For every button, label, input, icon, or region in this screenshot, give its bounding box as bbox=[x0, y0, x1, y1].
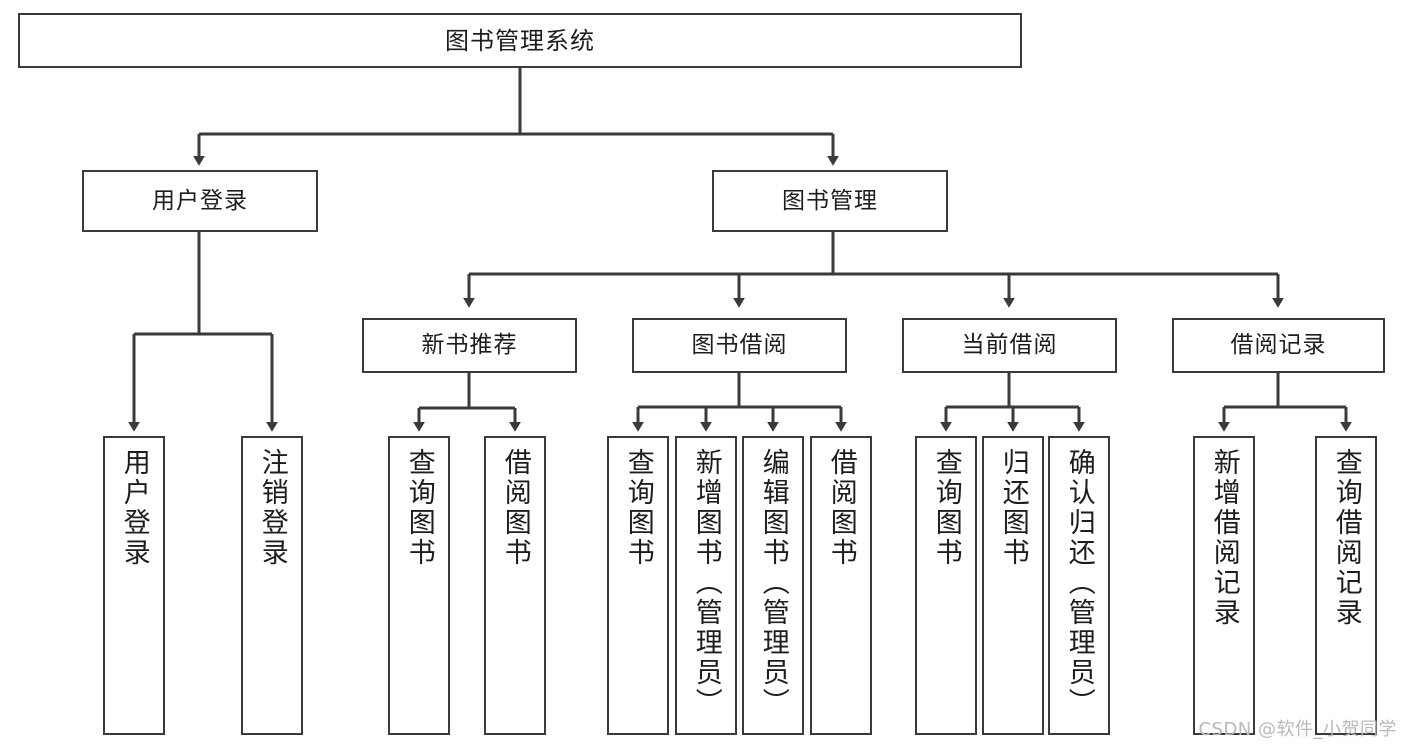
node-root-book-management-system[interactable]: 图书管理系统 bbox=[18, 13, 1022, 68]
node-label: 注销登录 bbox=[256, 448, 288, 568]
node-label: 借阅记录 bbox=[1230, 332, 1327, 358]
leaf-confirm-return-admin[interactable]: 确认归还（管理员） bbox=[1048, 436, 1110, 735]
node-label: 用户登录 bbox=[152, 187, 248, 214]
node-label: 确认归还（管理员） bbox=[1063, 448, 1095, 718]
leaf-query-book-3[interactable]: 查询图书 bbox=[915, 436, 977, 735]
node-label: 查询借阅记录 bbox=[1330, 448, 1362, 628]
leaf-query-borrowing-record[interactable]: 查询借阅记录 bbox=[1315, 436, 1377, 735]
node-book-management[interactable]: 图书管理 bbox=[712, 170, 948, 232]
node-user-login[interactable]: 用户登录 bbox=[82, 170, 318, 232]
node-label: 新增图书（管理员） bbox=[690, 448, 722, 718]
node-label: 图书管理系统 bbox=[445, 26, 595, 55]
leaf-query-book-1[interactable]: 查询图书 bbox=[388, 436, 450, 735]
node-current-borrowing[interactable]: 当前借阅 bbox=[902, 318, 1117, 373]
leaf-borrow-book-2[interactable]: 借阅图书 bbox=[810, 436, 872, 735]
node-label: 编辑图书（管理员） bbox=[757, 448, 789, 718]
node-label: 图书借阅 bbox=[691, 332, 788, 358]
leaf-edit-book-admin[interactable]: 编辑图书（管理员） bbox=[742, 436, 804, 735]
node-borrowing-record[interactable]: 借阅记录 bbox=[1172, 318, 1385, 373]
leaf-add-borrowing-record[interactable]: 新增借阅记录 bbox=[1193, 436, 1255, 735]
leaf-add-book-admin[interactable]: 新增图书（管理员） bbox=[675, 436, 737, 735]
node-label: 归还图书 bbox=[997, 448, 1029, 568]
leaf-user-logout[interactable]: 注销登录 bbox=[241, 436, 303, 735]
node-label: 借阅图书 bbox=[499, 448, 531, 568]
node-label: 查询图书 bbox=[930, 448, 962, 568]
node-label: 当前借阅 bbox=[961, 332, 1058, 358]
leaf-borrow-book-1[interactable]: 借阅图书 bbox=[484, 436, 546, 735]
node-label: 查询图书 bbox=[403, 448, 435, 568]
csdn-watermark: CSDN @软件_小贺同学 bbox=[1198, 719, 1397, 740]
node-label: 用户登录 bbox=[118, 448, 150, 568]
node-label: 查询图书 bbox=[622, 448, 654, 568]
node-new-book-recommendation[interactable]: 新书推荐 bbox=[362, 318, 577, 373]
node-label: 图书管理 bbox=[782, 187, 878, 214]
leaf-return-book[interactable]: 归还图书 bbox=[982, 436, 1044, 735]
node-label: 新增借阅记录 bbox=[1208, 448, 1240, 628]
leaf-query-book-2[interactable]: 查询图书 bbox=[607, 436, 669, 735]
node-label: 新书推荐 bbox=[421, 332, 518, 358]
node-book-borrowing[interactable]: 图书借阅 bbox=[632, 318, 847, 373]
leaf-user-login[interactable]: 用户登录 bbox=[103, 436, 165, 735]
node-label: 借阅图书 bbox=[825, 448, 857, 568]
